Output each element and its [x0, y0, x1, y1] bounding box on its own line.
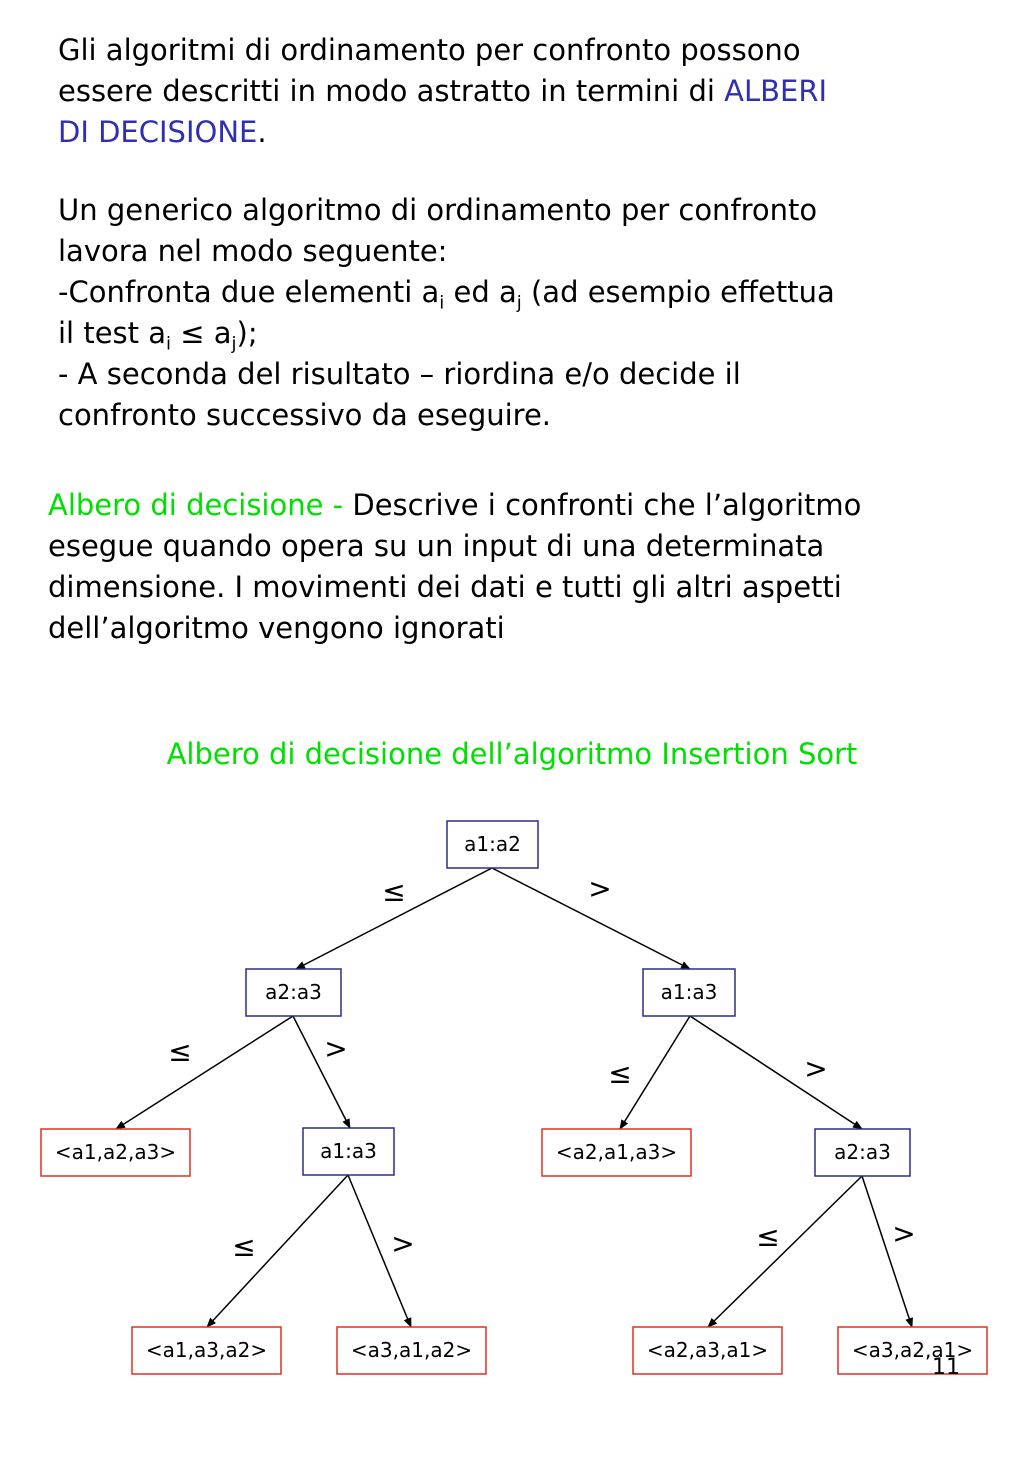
- generic-algorithm-paragraph: Un generico algoritmo di ordinamento per…: [58, 190, 958, 436]
- leq-label-r-rl: ≤: [608, 1057, 631, 1090]
- leaf-node-rrl: <a2,a3,a1>: [632, 1326, 783, 1375]
- subscript-i: i: [166, 333, 172, 355]
- intro-line-3: DI DECISIONE.: [58, 112, 958, 153]
- definition-term: Albero di decisione -: [48, 488, 353, 522]
- node-label-lrr: <a3,a1,a2>: [351, 1338, 472, 1362]
- edge-lr-lrl: [206, 1174, 349, 1328]
- subscript-i: i: [439, 292, 445, 314]
- leaf-node-lrl: <a1,a3,a2>: [131, 1326, 282, 1375]
- generic-line-1: Un generico algoritmo di ordinamento per…: [58, 193, 818, 227]
- node-box-lrl: [131, 1326, 282, 1375]
- edge-root-r: [491, 867, 691, 970]
- leaf-node-rl: <a2,a1,a3>: [541, 1128, 692, 1177]
- greater-label-r-rr: >: [804, 1052, 827, 1085]
- keyword-di-decisione: DI DECISIONE: [58, 115, 258, 149]
- definition-line-1-text: Descrive i confronti che l’algoritmo: [352, 488, 862, 522]
- edge-r-rl: [619, 1015, 691, 1130]
- intro-paragraph: Gli algoritmi di ordinamento per confron…: [58, 30, 958, 153]
- node-box-ll: [40, 1128, 191, 1177]
- node-box-lrr: [336, 1326, 487, 1375]
- node-box-rl: [541, 1128, 692, 1177]
- generic-line-3a: -Confronta due elementi a: [58, 275, 440, 309]
- edge-rr-rrl: [707, 1175, 863, 1328]
- comparison-node-lr: a1:a3: [302, 1127, 395, 1176]
- generic-line-3c: (ad esempio effettua: [521, 275, 835, 309]
- leq-label-l-ll: ≤: [168, 1035, 191, 1068]
- generic-line-5: - A seconda del risultato – riordina e/o…: [58, 357, 741, 391]
- greater-label-root-r: >: [588, 872, 611, 905]
- node-label-root: a1:a2: [464, 832, 521, 856]
- greater-label-l-lr: >: [324, 1032, 347, 1065]
- edge-l-ll: [115, 1015, 294, 1130]
- greater-label-lr-lrr: >: [391, 1227, 414, 1260]
- intro-line-2-text: essere descritti in modo astratto in ter…: [58, 74, 725, 108]
- leq-label-rr-rrl: ≤: [756, 1220, 779, 1253]
- node-label-rl: <a2,a1,a3>: [556, 1140, 677, 1164]
- tree-nodes: a1:a2 a2:a3 a1:a3 <a1,a2,a3> a1:a3 <a2,a1,a3>…: [40, 820, 988, 1375]
- leaf-node-rrr: <a3,a2,a1>: [837, 1326, 988, 1375]
- generic-line-3b: ed a: [444, 275, 517, 309]
- node-label-rrl: <a2,a3,a1>: [647, 1338, 768, 1362]
- comparison-node-root: a1:a2: [446, 820, 539, 869]
- generic-line-4b: ≤ a: [171, 316, 232, 350]
- node-label-lrl: <a1,a3,a2>: [146, 1338, 267, 1362]
- edge-lr-lrr: [347, 1174, 412, 1328]
- node-box-root: [446, 820, 539, 869]
- node-label-lr: a1:a3: [320, 1139, 377, 1163]
- node-label-ll: <a1,a2,a3>: [55, 1140, 176, 1164]
- intro-line-3-period: .: [257, 115, 267, 149]
- node-box-r: [642, 968, 736, 1017]
- node-label-r: a1:a3: [661, 980, 718, 1004]
- node-label-rrr: <a3,a2,a1>: [852, 1338, 973, 1362]
- tree-edges: ≤ > ≤ > ≤ > ≤ > ≤ >: [115, 867, 916, 1328]
- tree-title: Albero di decisione dell’algoritmo Inser…: [166, 737, 858, 771]
- comparison-node-r: a1:a3: [642, 968, 736, 1017]
- node-label-l: a2:a3: [265, 980, 322, 1004]
- intro-line-2: essere descritti in modo astratto in ter…: [58, 71, 958, 112]
- keyword-alberi: ALBERI: [724, 74, 828, 108]
- subscript-j: j: [516, 292, 522, 314]
- node-box-lr: [302, 1127, 395, 1176]
- leq-label-lr-lrl: ≤: [232, 1230, 255, 1263]
- definition-line-1: Albero di decisione - Descrive i confron…: [48, 485, 988, 526]
- leaf-node-lrr: <a3,a1,a2>: [336, 1326, 487, 1375]
- generic-line-4c: );: [236, 316, 258, 350]
- leaf-node-ll: <a1,a2,a3>: [40, 1128, 191, 1177]
- generic-line-6: confronto successivo da eseguire.: [58, 398, 552, 432]
- greater-label-rr-rrr: >: [892, 1217, 915, 1250]
- definition-paragraph: Albero di decisione - Descrive i confron…: [48, 485, 988, 649]
- generic-line-4a: il test a: [58, 316, 167, 350]
- edge-rr-rrr: [861, 1175, 913, 1328]
- edge-root-l: [295, 867, 493, 970]
- node-box-rrr: [837, 1326, 988, 1375]
- node-box-rrl: [632, 1326, 783, 1375]
- node-box-l: [245, 968, 342, 1017]
- node-box-rr: [814, 1128, 911, 1177]
- subscript-j: j: [231, 333, 237, 355]
- comparison-node-l: a2:a3: [245, 968, 342, 1017]
- node-label-rr: a2:a3: [834, 1140, 891, 1164]
- leq-label-root-l: ≤: [382, 875, 405, 908]
- definition-line-4: dell’algoritmo vengono ignorati: [48, 611, 505, 645]
- definition-line-3: dimensione. I movimenti dei dati e tutti…: [48, 570, 842, 604]
- generic-line-4: il test ai ≤ aj);: [58, 313, 958, 354]
- edge-l-lr: [292, 1015, 351, 1129]
- comparison-node-rr: a2:a3: [814, 1128, 911, 1177]
- generic-line-2: lavora nel modo seguente:: [58, 234, 448, 268]
- intro-line-1: Gli algoritmi di ordinamento per confron…: [58, 33, 801, 67]
- generic-line-3: -Confronta due elementi ai ed aj (ad ese…: [58, 272, 958, 313]
- definition-line-2: esegue quando opera su un input di una d…: [48, 529, 825, 563]
- edge-r-rr: [689, 1015, 863, 1130]
- page-number: 11: [932, 1355, 960, 1380]
